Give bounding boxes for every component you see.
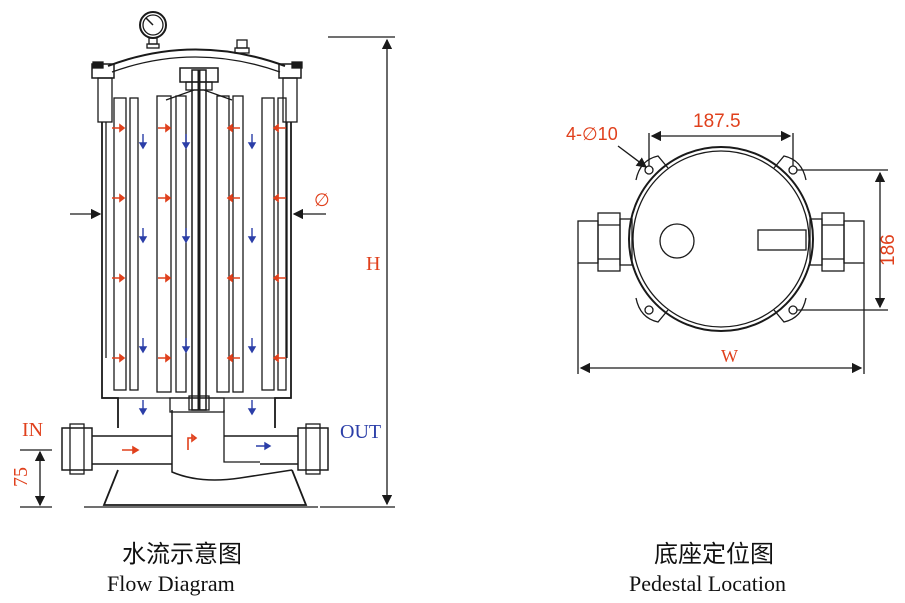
label-in: IN — [22, 419, 43, 441]
outlet-pipe — [224, 423, 329, 475]
filter-bags — [113, 95, 287, 393]
dim-diameter: ∅ — [314, 190, 330, 210]
housing-lid — [107, 48, 286, 67]
dim-75: 75 — [10, 467, 32, 487]
pressure-gauge-icon — [139, 11, 167, 49]
pedestal-diagram — [577, 130, 888, 374]
pedestal-caption-cn: 底座定位图 — [654, 540, 774, 568]
housing-base — [102, 469, 308, 506]
dim-186: 186 — [878, 234, 899, 266]
vent-valve-icon — [234, 39, 250, 54]
flow-caption-cn: 水流示意图 — [122, 540, 242, 568]
pedestal-caption-en: Pedestal Location — [629, 571, 787, 596]
pedestal-inlet — [577, 212, 633, 272]
dim-holes: 4-∅10 — [566, 124, 618, 144]
housing-circle — [628, 146, 814, 332]
inlet-pipe — [61, 423, 172, 475]
downflow-arrows — [138, 134, 272, 451]
flow-diagram — [20, 11, 395, 508]
pedestal-outlet — [809, 212, 865, 272]
flow-caption-en: Flow Diagram — [107, 571, 235, 596]
inflow-arrows — [112, 123, 286, 455]
dim-187-5: 187.5 — [693, 111, 741, 132]
dim-w: W — [721, 346, 738, 366]
dim-h: H — [366, 253, 380, 275]
label-out: OUT — [340, 421, 381, 443]
